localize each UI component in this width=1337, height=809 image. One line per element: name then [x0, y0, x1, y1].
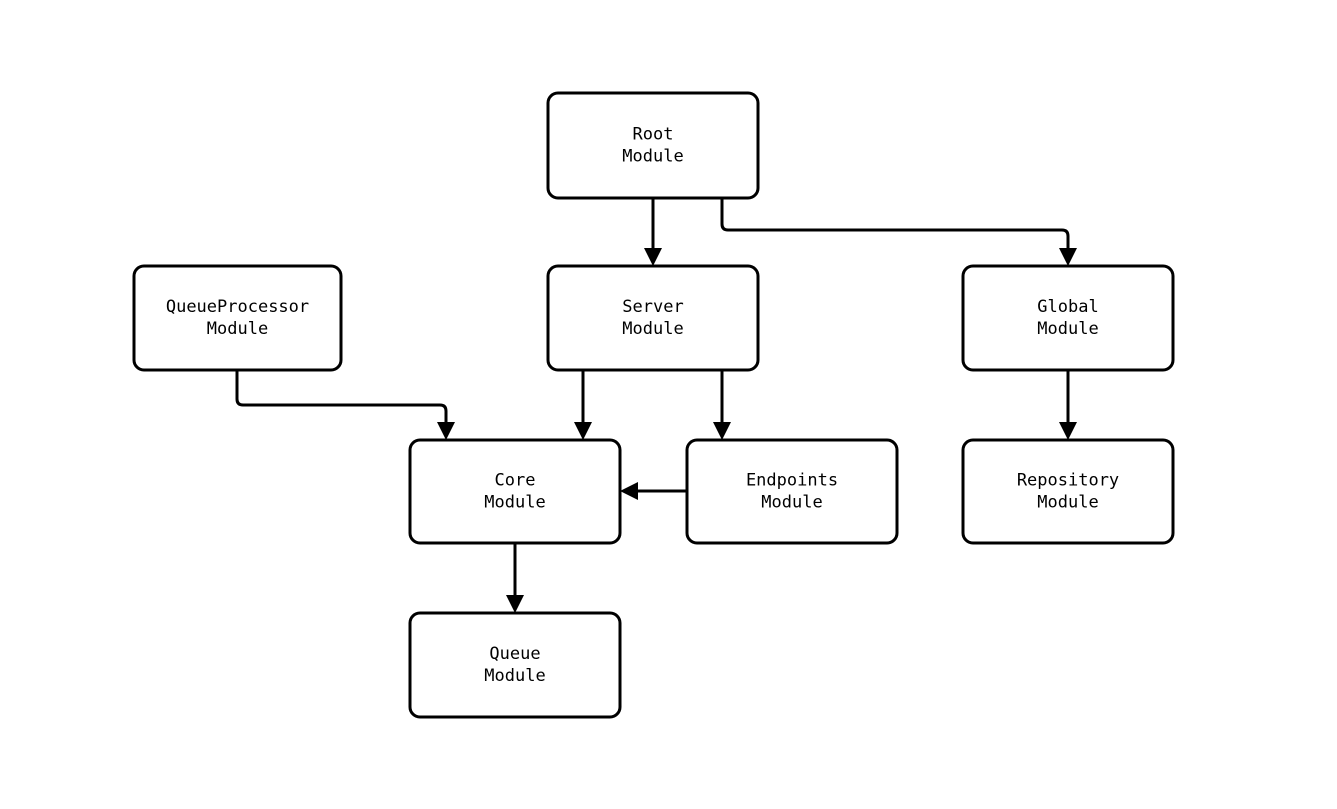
node-box[interactable] [546, 264, 760, 372]
node-box[interactable] [132, 264, 343, 372]
node-box[interactable] [961, 438, 1175, 545]
edge-server-to-endpoints [713, 370, 731, 440]
node-label-line2: Module [1037, 493, 1098, 513]
nodes-layer: RootModuleQueueProcessorModuleServerModu… [132, 91, 1175, 719]
arrow-head-icon [506, 595, 524, 613]
node-label-line1: Root [633, 125, 674, 145]
arrow-head-icon [713, 422, 731, 440]
edge-line [235, 370, 448, 429]
node-box[interactable] [546, 91, 760, 200]
node-label-line1: Core [495, 471, 536, 491]
node-label-line1: Repository [1017, 471, 1119, 491]
edges-layer [235, 198, 1077, 613]
node-box[interactable] [408, 611, 622, 719]
edge-core-to-queue [506, 543, 524, 613]
arrow-head-icon [620, 482, 638, 500]
arrow-head-icon [1059, 248, 1077, 266]
node-label-line2: Module [761, 493, 822, 513]
node-label-line2: Module [1037, 319, 1098, 339]
node-box[interactable] [685, 438, 899, 545]
edge-server-to-core [574, 370, 592, 440]
edge-root-to-global [720, 198, 1077, 266]
arrow-head-icon [437, 422, 455, 440]
edge-line [720, 198, 1070, 255]
edge-endpoints-to-core [620, 482, 687, 500]
node-label-line2: Module [484, 666, 545, 686]
edge-queueprocessor-to-core [235, 370, 455, 440]
node-label-line2: Module [622, 147, 683, 167]
node-box[interactable] [408, 438, 622, 545]
node-label-line2: Module [484, 493, 545, 513]
edge-global-to-repository [1059, 370, 1077, 440]
node-label-line1: Global [1037, 297, 1098, 317]
node-label-line1: Queue [489, 644, 540, 664]
node-label-line1: Endpoints [746, 471, 838, 491]
arrow-head-icon [1059, 422, 1077, 440]
edge-root-to-server [644, 198, 662, 266]
node-label-line2: Module [207, 319, 268, 339]
arrow-head-icon [574, 422, 592, 440]
node-box[interactable] [961, 264, 1175, 372]
node-label-line1: Server [622, 297, 683, 317]
node-label-line2: Module [622, 319, 683, 339]
arrow-head-icon [644, 248, 662, 266]
node-label-line1: QueueProcessor [166, 297, 309, 317]
